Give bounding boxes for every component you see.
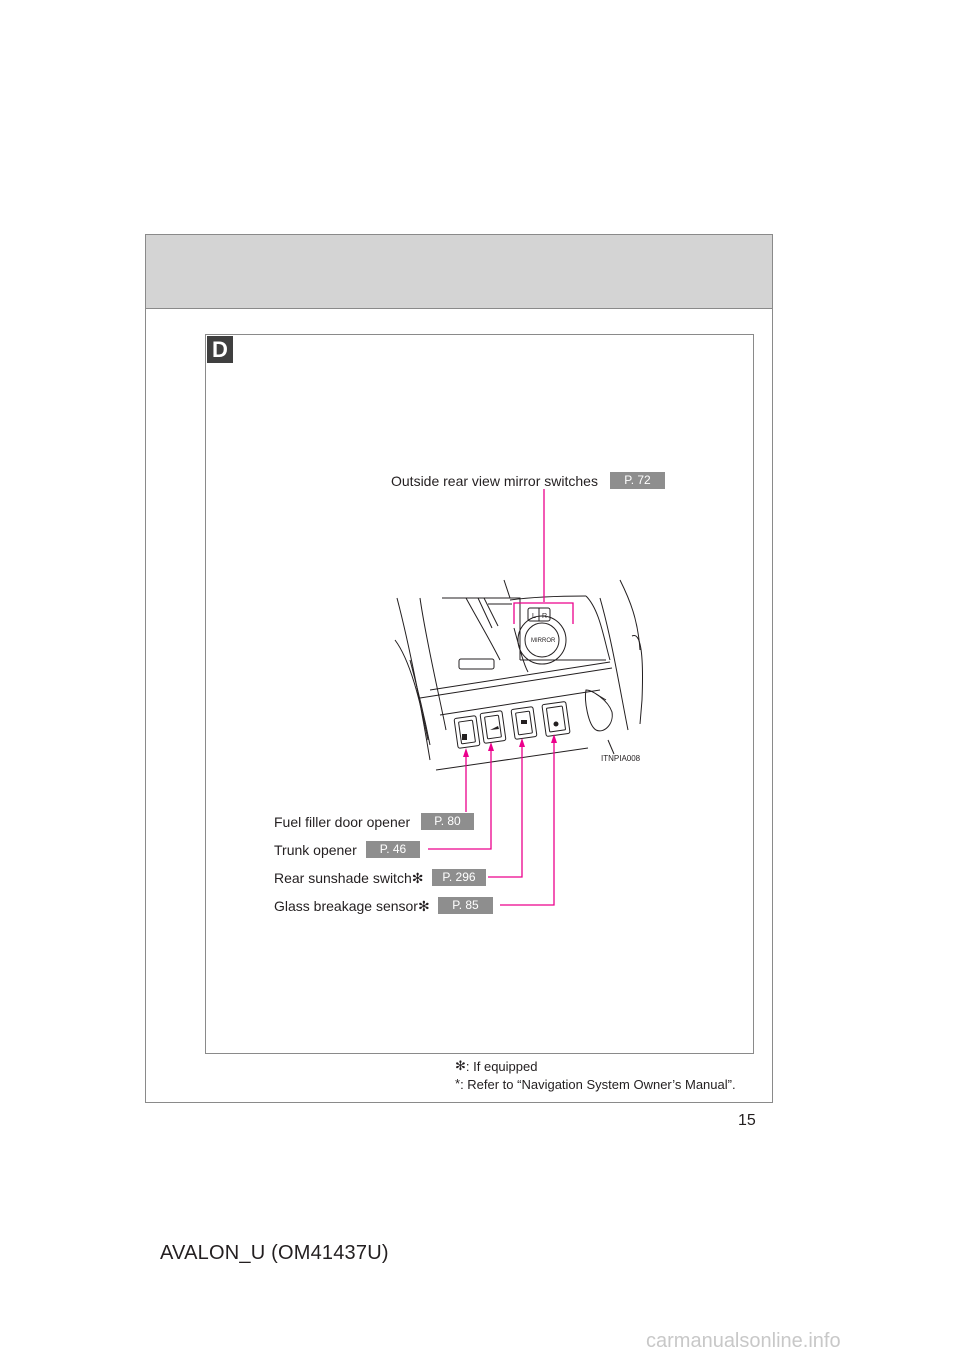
page-frame (145, 234, 773, 1103)
page-number: 15 (738, 1112, 756, 1129)
glass-breakage-page-ref[interactable]: P. 85 (438, 897, 493, 914)
trunk-opener-label: Trunk opener (274, 842, 357, 858)
footnote-mark: * (455, 1076, 461, 1091)
rear-sunshade-label: Rear sunshade switch✻ (274, 869, 423, 887)
illustration-code: ITNPIA008 (601, 754, 641, 763)
footnote-if-equipped: ✻: If equipped (455, 1058, 537, 1075)
footnote-text: : If equipped (465, 1059, 538, 1074)
watermark: carmanualsonline.info (646, 1330, 841, 1352)
if-equipped-mark: ✻ (411, 870, 424, 886)
glass-breakage-label-text: Glass breakage sensor (274, 898, 418, 914)
rear-sunshade-label-text: Rear sunshade switch (274, 870, 412, 886)
section-badge: D (207, 336, 233, 363)
mirror-knob-label: MIRROR (531, 638, 556, 644)
mirror-switch-r-label: R (542, 613, 547, 620)
document-code: AVALON_U (OM41437U) (160, 1242, 389, 1264)
fuel-filler-page-ref[interactable]: P. 80 (421, 813, 474, 830)
if-equipped-mark: ✻ (417, 898, 430, 914)
header-band (146, 235, 772, 309)
footnote-mark: ✻ (455, 1058, 466, 1073)
footnote-navigation-manual: *: Refer to “Navigation System Owner’s M… (455, 1076, 736, 1093)
figure-frame (205, 334, 754, 1054)
mirror-switches-label: Outside rear view mirror switches (391, 473, 598, 489)
rear-sunshade-page-ref[interactable]: P. 296 (432, 869, 486, 886)
glass-breakage-label: Glass breakage sensor✻ (274, 897, 430, 915)
fuel-filler-label: Fuel filler door opener (274, 814, 411, 830)
trunk-opener-page-ref[interactable]: P. 46 (366, 841, 420, 858)
mirror-switch-l-label: L (532, 613, 536, 620)
mirror-switches-page-ref[interactable]: P. 72 (610, 472, 665, 489)
leader-lines (428, 489, 574, 906)
footnote-text: : Refer to “Navigation System Owner’s Ma… (460, 1077, 736, 1092)
